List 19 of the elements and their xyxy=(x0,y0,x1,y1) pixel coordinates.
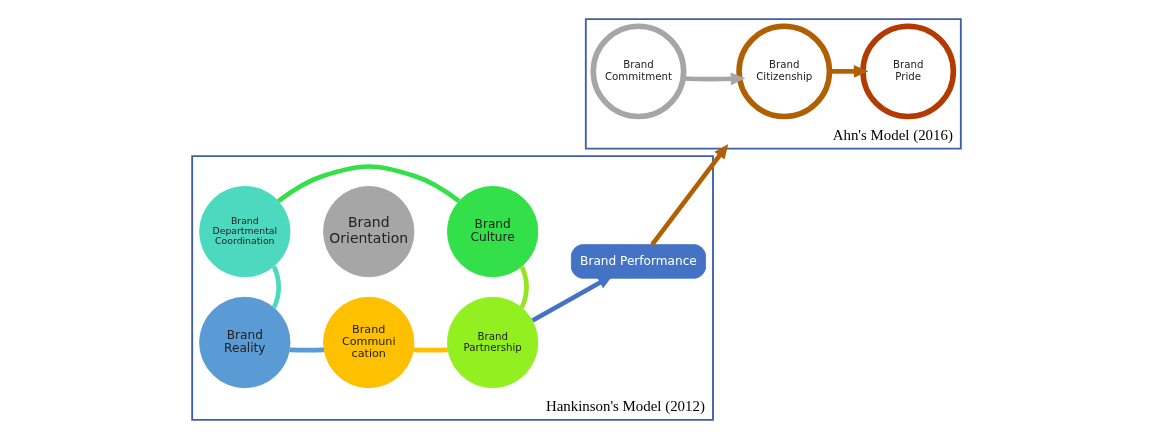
connector xyxy=(277,164,461,204)
node-circle: Brand Culture xyxy=(447,185,539,278)
node-circle: Brand Departmental Coordination xyxy=(199,185,291,278)
arrow xyxy=(683,72,746,86)
node-circle: Brand Orientation xyxy=(323,185,415,278)
connector xyxy=(289,347,325,353)
arrow xyxy=(531,275,613,323)
connector xyxy=(519,265,529,309)
connector xyxy=(413,347,448,353)
node-circle: Brand Commitment xyxy=(590,23,687,120)
node-circle: Brand Pride xyxy=(860,23,957,120)
node-circle: Brand Reality xyxy=(199,296,291,389)
node-box: Brand Performance xyxy=(570,244,706,279)
node-circle: Brand Communi cation xyxy=(323,296,415,389)
node-circle: Brand Partnership xyxy=(447,296,539,389)
arrow xyxy=(650,144,729,246)
node-circle: Brand Citizenship xyxy=(736,23,833,120)
arrow xyxy=(829,64,869,78)
connector xyxy=(271,265,281,309)
